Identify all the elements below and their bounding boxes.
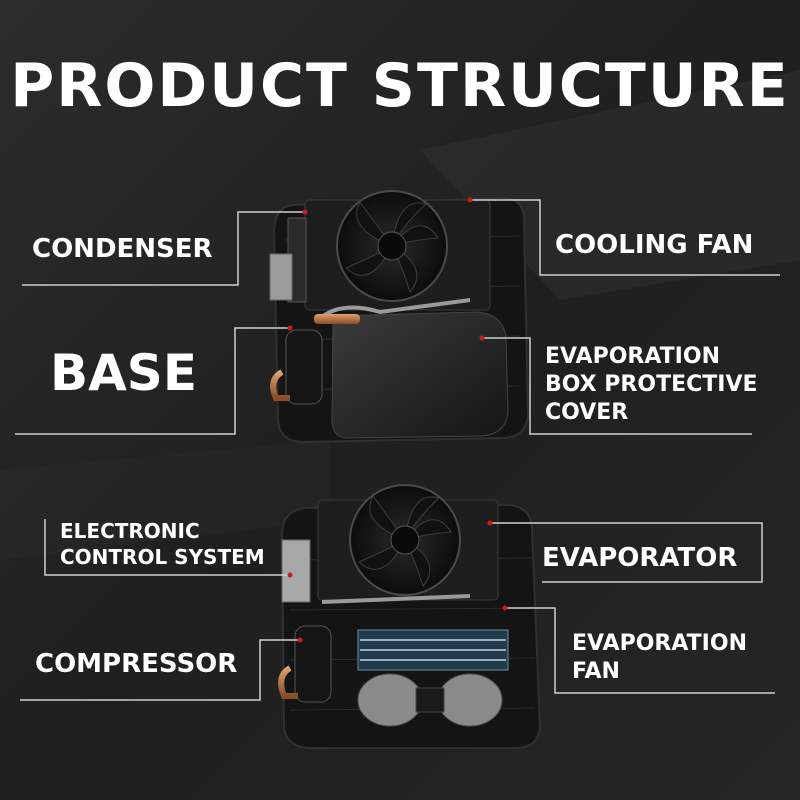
label-line: EVAPORATION	[545, 344, 720, 369]
page-title: PRODUCT STRUCTURE	[10, 51, 790, 121]
label-evaporation-fan: EVAPORATION FAN	[572, 630, 747, 686]
label-condenser: CONDENSER	[32, 234, 213, 264]
label-base: BASE	[50, 344, 197, 402]
label-evaporation-box-cover: EVAPORATION BOX PROTECTIVE COVER	[545, 343, 758, 427]
label-line: ELECTRONIC	[60, 519, 200, 543]
label-line: CONTROL SYSTEM	[60, 545, 265, 569]
label-evaporator: EVAPORATOR	[542, 543, 738, 573]
top-unit-image	[269, 190, 530, 444]
label-line: COVER	[545, 400, 629, 425]
label-electronic-control: ELECTRONIC CONTROL SYSTEM	[60, 518, 265, 570]
label-line: FAN	[572, 659, 620, 684]
bottom-unit-image	[278, 484, 542, 749]
label-line: BOX PROTECTIVE	[545, 372, 758, 397]
label-cooling-fan: COOLING FAN	[555, 230, 754, 260]
label-compressor: COMPRESSOR	[35, 649, 238, 679]
label-line: EVAPORATION	[572, 631, 747, 656]
